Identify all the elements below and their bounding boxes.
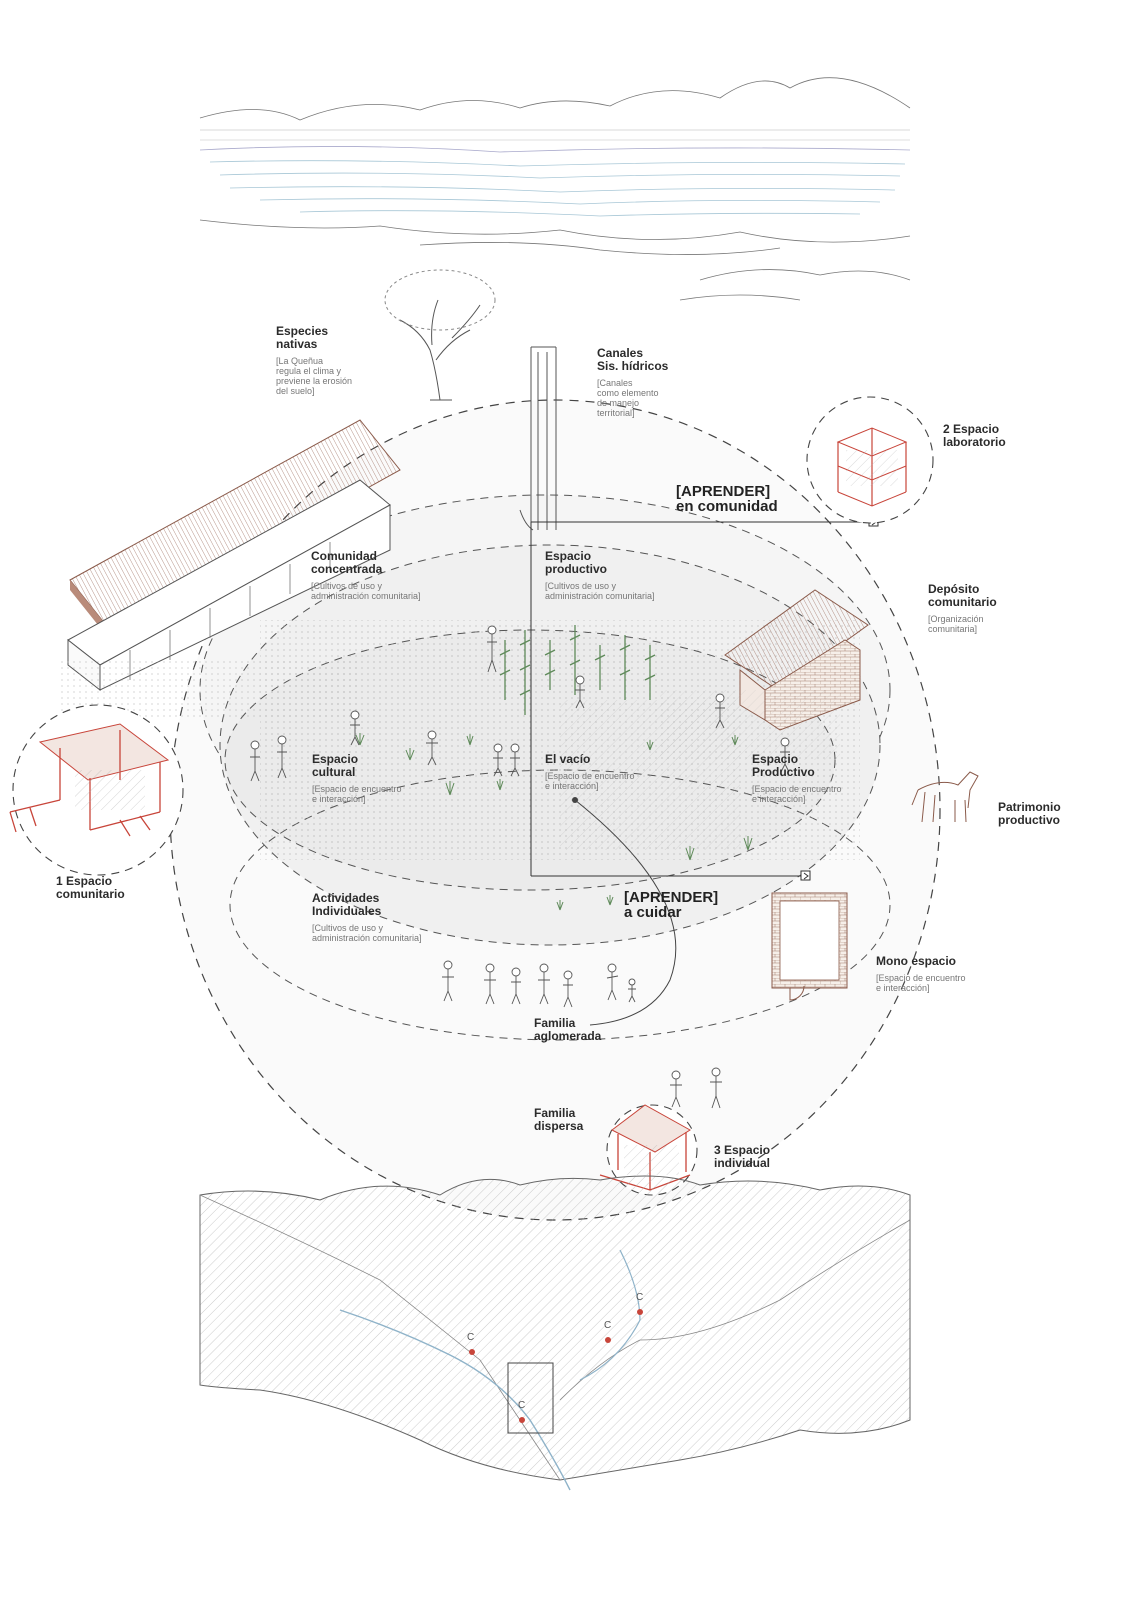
space-individual-icon [599,1104,698,1196]
quenua-tree [384,269,496,401]
label-espacio-individual-title: 3 Espacio individual [714,1143,771,1170]
map-marker-c2: C [604,1320,612,1331]
label-canales-sub: [Canales como elemento de manejo territo… [597,378,659,418]
label-mono-espacio-title: Mono espacio [876,954,957,968]
water-canal [519,346,557,531]
space-comunitario-icon [9,704,184,876]
label-espacio-laboratorio-title: 2 Espacio laboratorio [943,422,1006,449]
label-espacio-productivo-top-title: Espacio productivo [545,549,607,576]
storage-building [660,589,869,760]
label-aprender-comunidad: [APRENDER] en comunidad [676,484,778,514]
space-laboratorio-icon [806,396,934,524]
community-hall-building [60,419,401,720]
label-deposito-comunitario-title: Depósito comunitario [928,582,997,609]
label-canales-title: Canales Sis. hídricos [597,346,669,373]
label-el-vacio: El vacío [Espacio de encuentro e interac… [545,752,635,792]
void-point [572,797,578,803]
label-patrimonio-productivo-title: Patrimonio productivo [998,800,1061,827]
label-especies-nativas-title: Especies nativas [276,324,329,351]
label-actividades-individuales-title: Actividades Individuales [312,891,382,918]
label-familia-dispersa: Familia dispersa [534,1107,583,1133]
label-canales: Canales Sis. hídricos [Canales como elem… [597,346,669,419]
label-espacio-productivo-right: Espacio Productivo [Espacio de encuentro… [752,752,842,805]
label-espacio-productivo-top-sub: [Cultivos de uso y administración comuni… [545,581,655,601]
label-patrimonio-productivo: Patrimonio productivo [998,801,1061,827]
label-aprender-cuidar: [APRENDER] a cuidar [624,890,718,920]
label-mono-espacio-sub: [Espacio de encuentro e interacción] [876,973,966,993]
label-familia-aglomerada: Familia aglomerada [534,1017,601,1043]
label-deposito-comunitario-sub: [Organización comunitaria] [928,614,984,634]
corn-plants [499,625,656,715]
people-figures [250,625,790,1109]
label-el-vacio-sub: [Espacio de encuentro e interacción] [545,771,635,791]
label-deposito-comunitario: Depósito comunitario [Organización comun… [928,582,997,635]
label-comunidad-concentrada: Comunidad concentrada [Cultivos de uso y… [311,549,421,602]
label-especies-nativas: Especies nativas [La Queñua regula el cl… [276,324,353,397]
label-espacio-productivo-right-title: Espacio Productivo [752,752,815,779]
label-espacio-cultural: Espacio cultural [Espacio de encuentro e… [312,752,402,805]
site-selection-box [507,1362,554,1434]
map-marker-c4: C [518,1400,526,1411]
label-espacio-individual: 3 Espacio individual [714,1144,770,1170]
map-marker-c1: C [636,1292,644,1303]
label-espacio-productivo-top: Espacio productivo [Cultivos de uso y ad… [545,549,655,602]
label-actividades-individuales-sub: [Cultivos de uso y administración comuni… [312,923,422,943]
connection-curve [574,799,677,1026]
label-espacio-cultural-sub: [Espacio de encuentro e interacción] [312,784,402,804]
label-mono-espacio: Mono espacio [Espacio de encuentro e int… [876,954,966,994]
label-familia-dispersa-title: Familia dispersa [534,1106,584,1133]
map-marker-c3: C [467,1332,475,1343]
label-el-vacio-title: El vacío [545,752,591,766]
individual-zone-ring [229,769,891,1041]
label-espacio-laboratorio: 2 Espacio laboratorio [943,423,1006,449]
label-actividades-individuales: Actividades Individuales [Cultivos de us… [312,891,422,944]
label-espacio-comunitario: 1 Espacio comunitario [56,875,125,901]
label-comunidad-concentrada-sub: [Cultivos de uso y administración comuni… [311,581,421,601]
label-familia-aglomerada-title: Familia aglomerada [534,1016,602,1043]
label-espacio-comunitario-title: 1 Espacio comunitario [56,874,125,901]
horse-figure [911,771,979,823]
label-aprender-cuidar-title: [APRENDER] a cuidar [624,889,719,921]
valley-landscape [199,1175,911,1491]
label-aprender-comunidad-title: [APRENDER] en comunidad [676,483,778,515]
label-comunidad-concentrada-title: Comunidad concentrada [311,549,383,576]
grass-tufts [355,733,753,911]
mono-espacio-plan [771,892,848,1001]
mountain-lake-landscape [199,77,911,301]
label-espacio-cultural-title: Espacio cultural [312,752,359,779]
label-especies-nativas-sub: [La Queñua regula el clima y previene la… [276,356,353,396]
label-espacio-productivo-right-sub: [Espacio de encuentro e interacción] [752,784,842,804]
